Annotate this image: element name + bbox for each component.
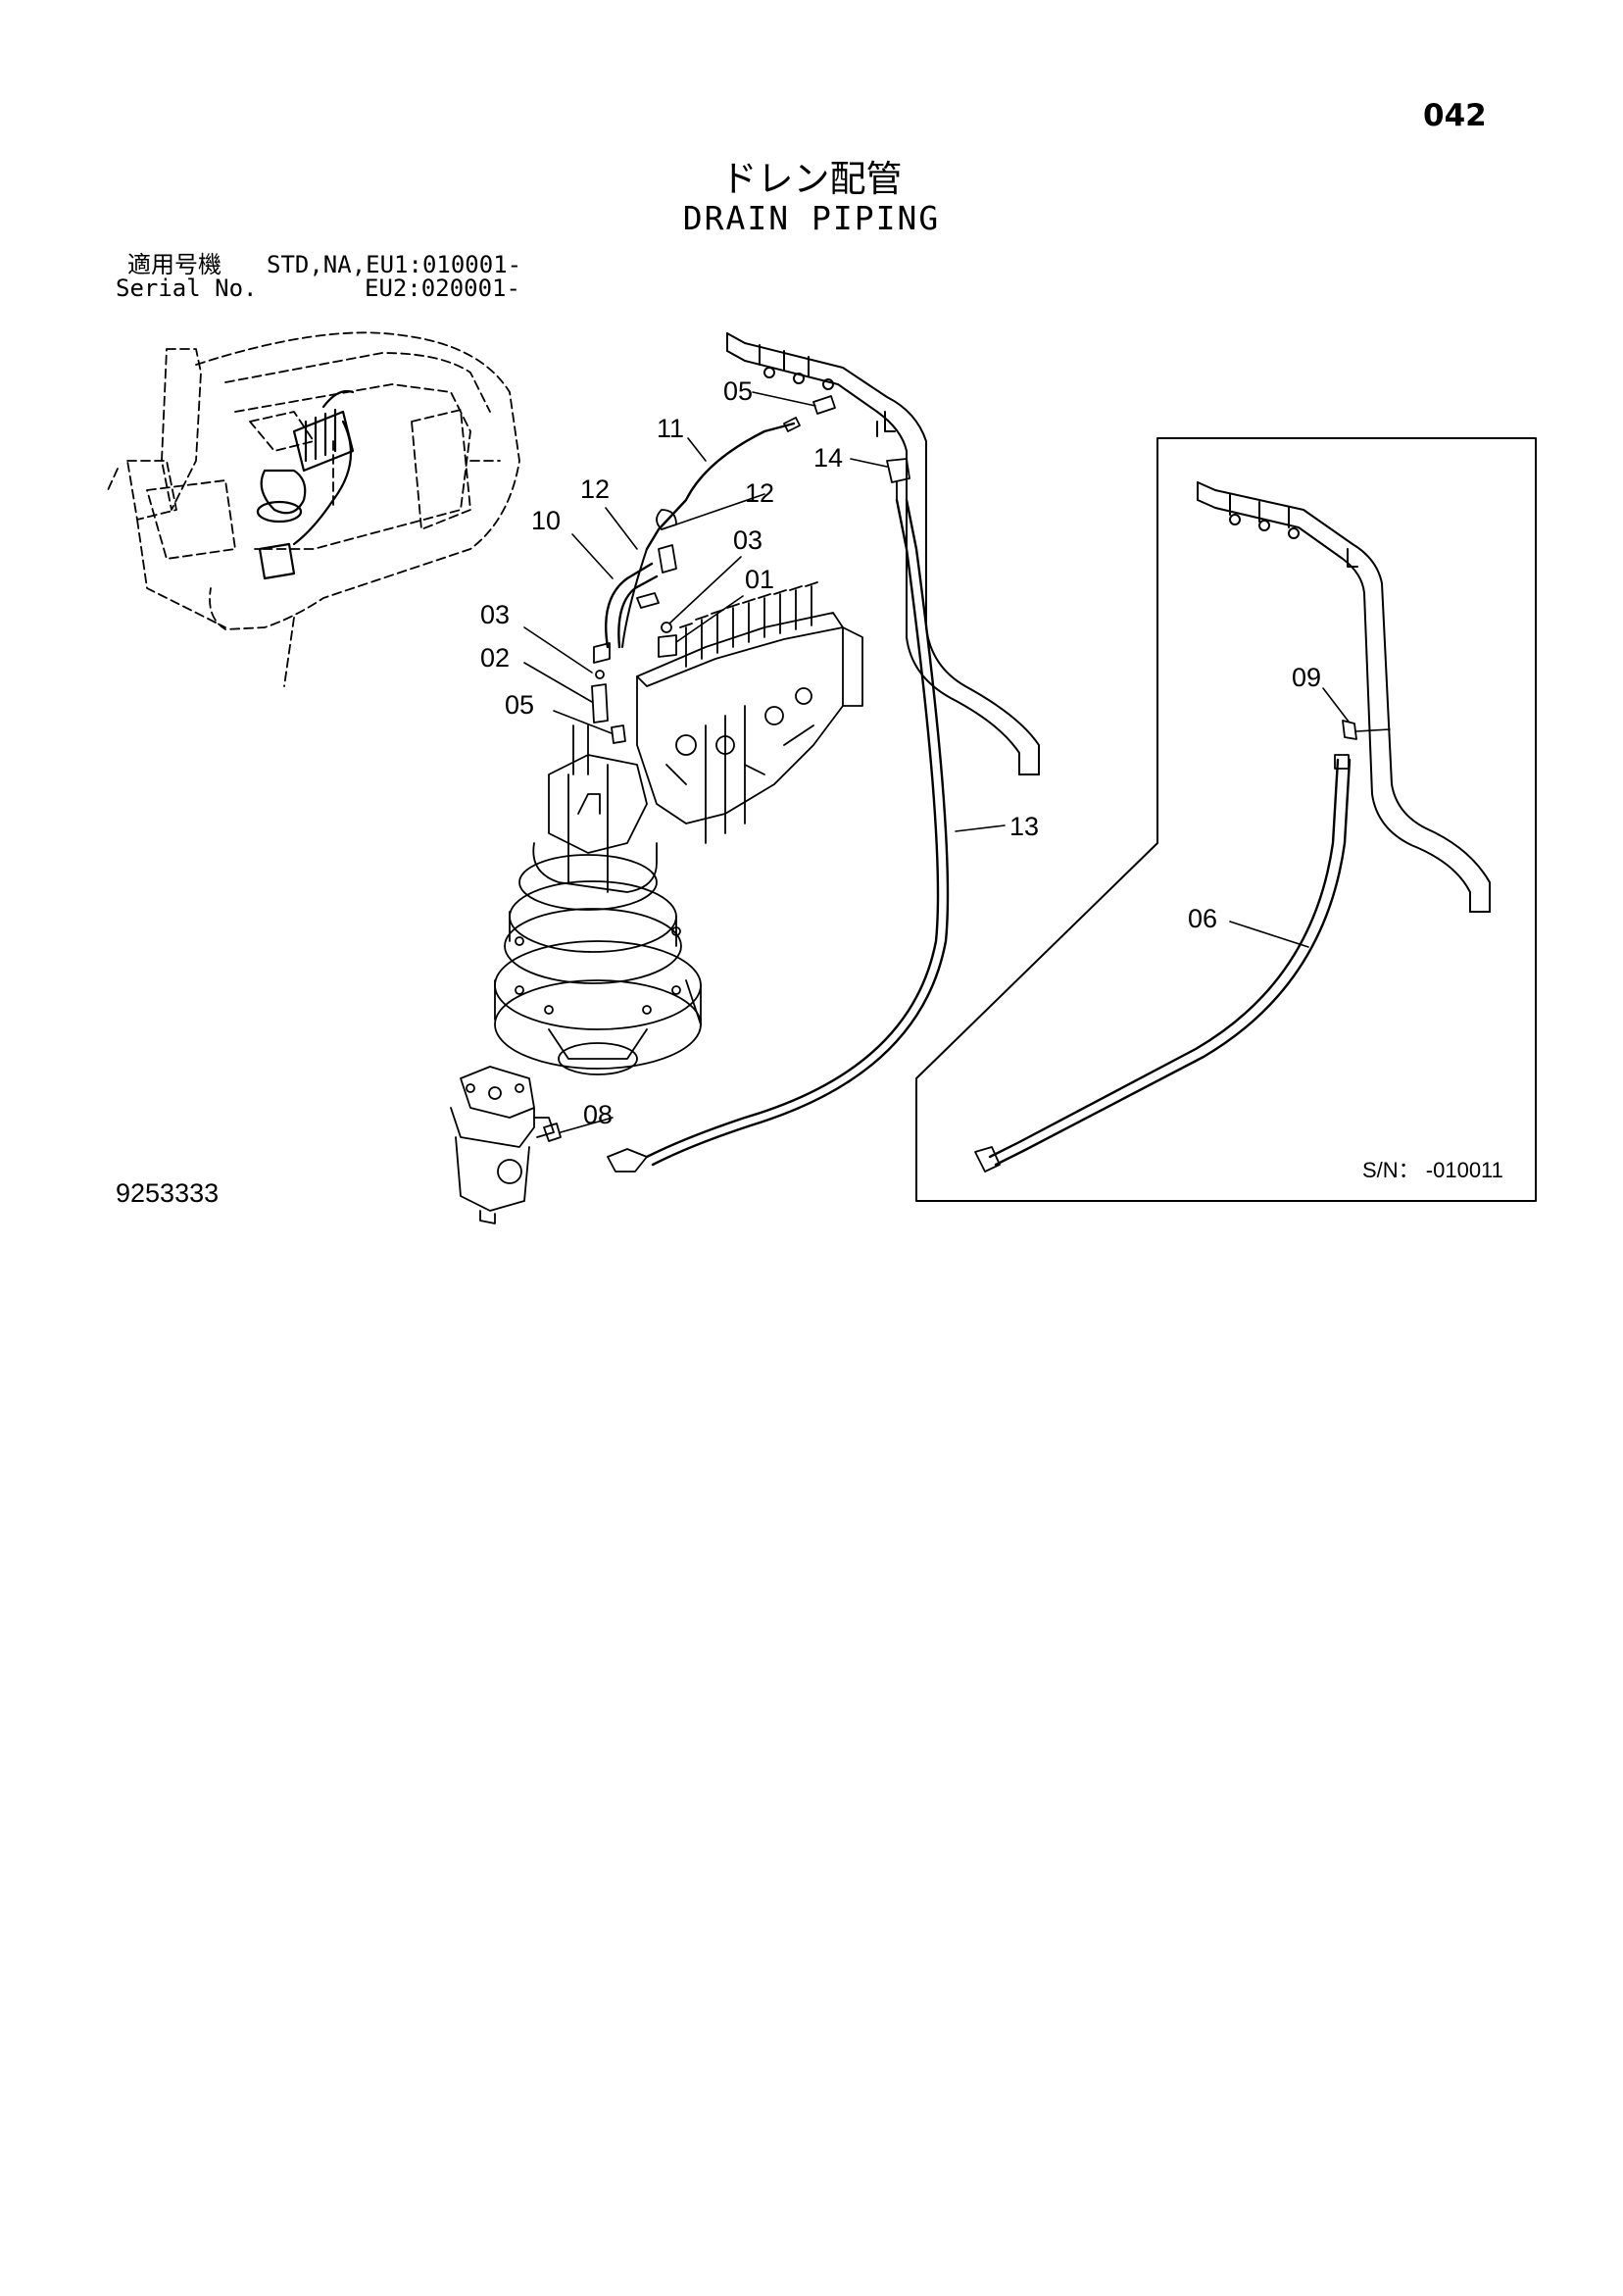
applicability-label-en: Serial No. <box>116 275 258 302</box>
control-valve <box>636 581 863 844</box>
callout-12-right: 12 <box>745 478 774 508</box>
applicability-line2: EU2:020001- <box>365 275 520 302</box>
callout-09: 09 <box>1292 663 1321 692</box>
fitting-08 <box>543 1123 562 1142</box>
drawing-number: 9253333 <box>116 1178 220 1208</box>
callout-11: 11 <box>657 414 684 443</box>
page-title-jp: ドレン配管 <box>720 158 903 200</box>
oring-03-lower <box>595 670 605 679</box>
machine-overview-thumbnail <box>107 331 520 687</box>
callout-05-top: 05 <box>723 376 753 406</box>
clamp-12-upper <box>656 509 677 530</box>
page-title-en: DRAIN PIPING <box>682 199 941 237</box>
hose-10 <box>605 562 654 649</box>
swing-motor <box>494 724 702 1075</box>
oring-03-upper <box>661 622 672 633</box>
fitting-01 <box>658 634 677 658</box>
hose-06 <box>988 758 1340 1159</box>
inset-frame <box>915 437 1537 1202</box>
page-number: 042 <box>1423 98 1487 133</box>
center-joint <box>450 1066 555 1224</box>
hose-11 <box>645 422 796 551</box>
callout-06: 06 <box>1188 904 1217 933</box>
fitting-02 <box>591 683 609 724</box>
callout-02: 02 <box>480 643 510 673</box>
callout-12-left: 12 <box>580 474 610 504</box>
callout-03-upper: 03 <box>733 525 762 555</box>
upper-pipe-bracket <box>726 332 1040 775</box>
callout-01: 01 <box>745 565 774 594</box>
hose-13 <box>645 498 940 1159</box>
callout-10: 10 <box>531 506 561 535</box>
fitting-14 <box>886 458 910 501</box>
inset-serial-range: S/N： -010011 <box>1362 1158 1503 1182</box>
callout-13: 13 <box>1009 812 1039 841</box>
leader-lines <box>523 391 1391 1133</box>
callout-03-lower: 03 <box>480 600 510 629</box>
callout-14: 14 <box>813 443 843 473</box>
fitting-05-top <box>812 395 836 415</box>
applicability-line1: STD,NA,EU1:010001- <box>267 251 522 278</box>
callout-08: 08 <box>583 1100 613 1129</box>
callout-05-mid: 05 <box>505 690 534 720</box>
inset-pipe-bracket <box>1197 481 1491 913</box>
thumbnail-components <box>256 389 355 580</box>
applicability-label-jp: 適用号機 <box>127 251 221 278</box>
fitting-09 <box>1342 720 1357 740</box>
fitting-05-mid <box>611 724 626 744</box>
clamp-12-lower <box>636 592 660 609</box>
